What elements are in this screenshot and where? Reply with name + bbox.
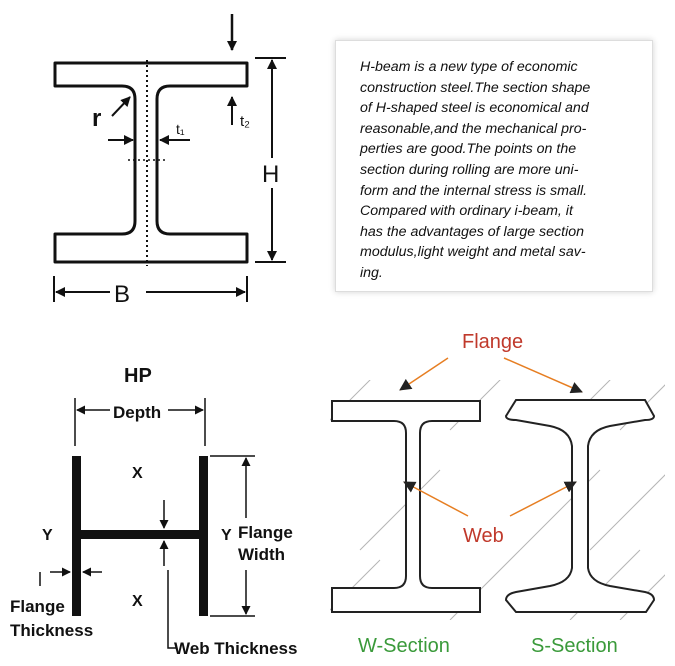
label-flange-thickness-2: Thickness: [10, 621, 93, 640]
label-depth: Depth: [113, 403, 161, 422]
label-s-section: S-Section: [531, 635, 618, 657]
label-web: Web: [463, 525, 504, 547]
label-w-section: W-Section: [358, 635, 450, 657]
label-t1: t₁: [176, 121, 185, 137]
s-section-shape: [504, 399, 656, 613]
label-flange-thickness-1: Flange: [10, 597, 65, 616]
hp-title: HP: [124, 365, 152, 387]
label-axis-x-bottom: X: [132, 593, 143, 610]
hp-section-diagram: HP Depth X X Y Y Flange Width Flange Thi…: [10, 365, 297, 658]
w-section-shape: [331, 400, 481, 613]
h-beam-outline: [53, 61, 249, 264]
label-t2: t₂: [240, 113, 250, 130]
label-flange: Flange: [462, 331, 523, 353]
radius-arrow: [111, 96, 131, 117]
flange-arrow-right: [503, 357, 583, 394]
hp-left-flange: [72, 456, 81, 616]
label-axis-x-top: X: [132, 465, 143, 482]
label-web-thickness: Web Thickness: [174, 639, 297, 658]
hp-web: [81, 530, 199, 539]
web-arrow-left: [403, 481, 469, 517]
label-b: B: [114, 281, 130, 308]
web-arrow-right: [509, 481, 577, 517]
h-beam-dimension-diagram: r t₁ t₂ H B: [53, 14, 286, 308]
label-r: r: [92, 105, 101, 132]
w-s-section-diagram: Flange Web W-Section S-Section: [330, 331, 665, 657]
description-box: H-beam is a new type of economic constru…: [335, 40, 653, 292]
label-h: H: [262, 161, 279, 188]
flange-arrow-left: [399, 357, 449, 391]
label-axis-y-left: Y: [42, 527, 53, 544]
web-thickness-leader: [167, 570, 176, 649]
label-axis-y-right: Y: [221, 527, 232, 544]
hp-right-flange: [199, 456, 208, 616]
description-text: H-beam is a new type of economic constru…: [360, 59, 591, 281]
label-flange-width-2: Width: [238, 545, 285, 564]
label-flange-width-1: Flange: [238, 523, 293, 542]
